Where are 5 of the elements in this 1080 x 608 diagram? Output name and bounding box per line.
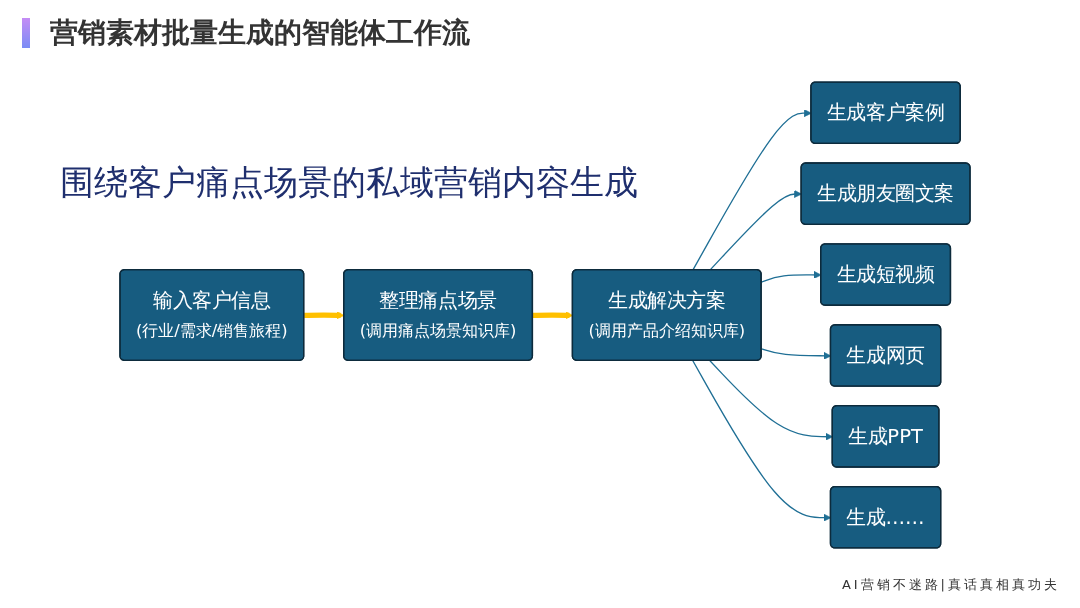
subtitle: 围绕客户痛点场景的私域营销内容生成 <box>60 161 638 204</box>
title: 营销素材批量生成的智能体工作流 <box>50 15 470 51</box>
arrow <box>709 190 802 271</box>
arrow <box>692 360 832 522</box>
footer-note: AI营销不迷路|真话真相真功夫 <box>841 576 1060 594</box>
